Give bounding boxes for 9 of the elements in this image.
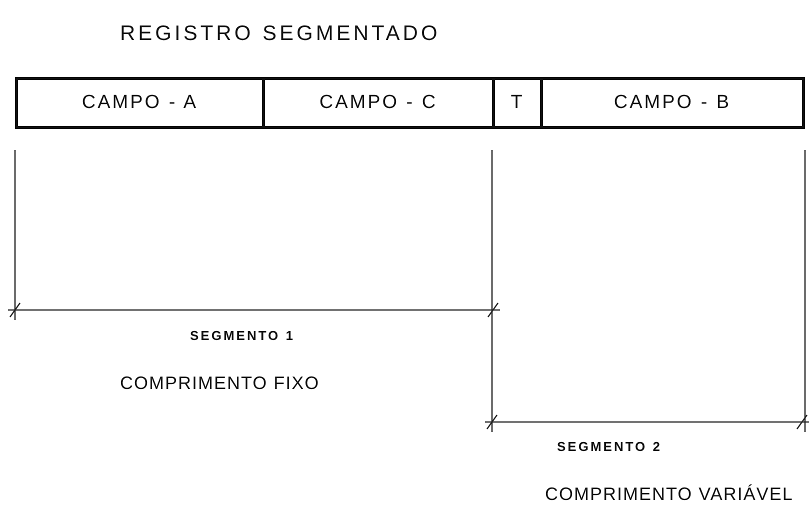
diagram-title: REGISTRO SEGMENTADO	[120, 22, 440, 46]
record-field: CAMPO - A	[15, 77, 265, 129]
length-note: COMPRIMENTO VARIÁVEL	[545, 484, 794, 505]
record-field: T	[492, 77, 543, 129]
record-field: CAMPO - B	[540, 77, 805, 129]
segment-label: SEGMENTO 1	[190, 328, 296, 343]
length-note: COMPRIMENTO FIXO	[120, 373, 320, 394]
segment-label: SEGMENTO 2	[557, 439, 662, 454]
record-field: CAMPO - C	[262, 77, 495, 129]
